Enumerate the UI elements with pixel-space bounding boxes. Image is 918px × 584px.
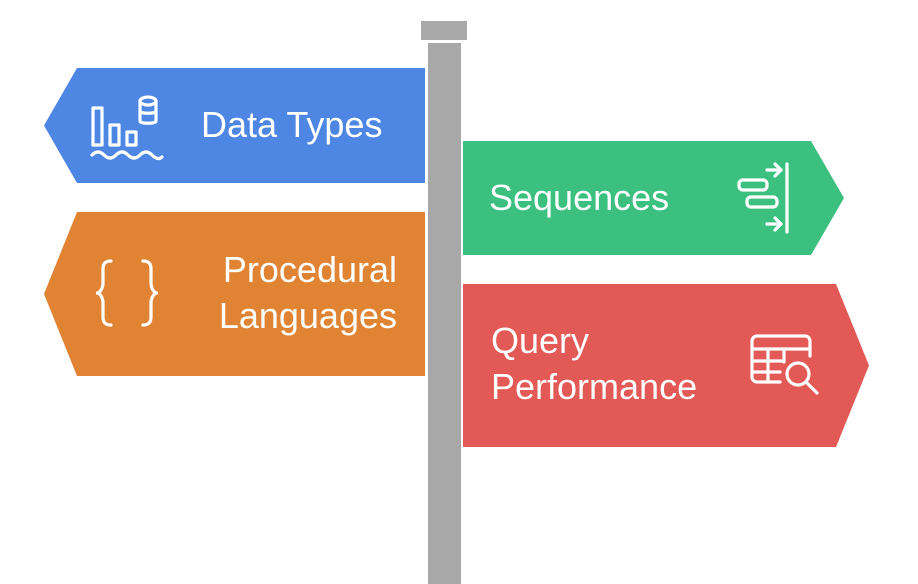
- sign-procedural-languages-line1: Procedural: [222, 249, 397, 290]
- sign-query-performance-shape: [463, 284, 869, 447]
- sign-procedural-languages-label: Procedural Languages: [219, 247, 397, 339]
- chart-database-icon: [90, 93, 166, 170]
- curly-braces-icon: [95, 258, 159, 333]
- sign-sequences-shape: [463, 141, 844, 255]
- table-search-icon: [750, 334, 822, 405]
- sign-sequences: Sequences: [463, 141, 844, 255]
- sign-query-performance: Query Performance: [463, 284, 869, 447]
- sign-data-types: Data Types: [44, 68, 425, 183]
- sign-procedural-languages: Procedural Languages: [44, 212, 425, 376]
- signpost-cap: [421, 21, 467, 40]
- sign-procedural-languages-shape: [44, 212, 425, 376]
- sign-query-performance-line2: Performance: [491, 366, 698, 407]
- sign-data-types-label: Data Types: [201, 104, 383, 145]
- sign-query-performance-label: Query Performance: [491, 318, 697, 410]
- sign-sequences-label: Sequences: [489, 177, 670, 218]
- signpost-pole: [428, 43, 461, 584]
- sign-procedural-languages-line2: Languages: [218, 295, 397, 336]
- sign-query-performance-line1: Query: [491, 320, 590, 361]
- sequence-arrows-icon: [733, 162, 793, 239]
